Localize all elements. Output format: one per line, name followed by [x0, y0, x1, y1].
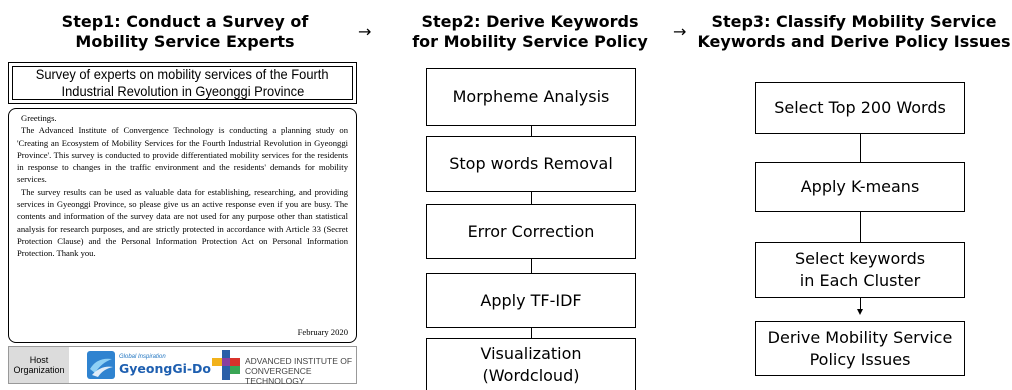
step3-title: Step3: Classify Mobility Service Keyword…: [696, 12, 1012, 52]
survey-paragraph-2: The survey results can be used as valuab…: [17, 186, 348, 259]
connector-line: [860, 212, 861, 242]
box-error-correction: Error Correction: [426, 204, 636, 259]
box-apply-k-means: Apply K-means: [755, 162, 965, 212]
aict-name-line2: CONVERGENCE TECHNOLOGY: [245, 366, 312, 386]
step2-title-line1: Step2: Derive Keywords: [421, 12, 639, 31]
survey-greeting: Greetings.: [21, 113, 57, 123]
box-label-line2: Policy Issues: [809, 349, 911, 369]
step3-title-line2: Keywords and Derive Policy Issues: [697, 32, 1011, 51]
host-label-line2: Organization: [13, 365, 65, 375]
box-label: Select Top 200 Words: [774, 98, 946, 117]
box-morpheme-analysis: Morpheme Analysis: [426, 68, 636, 126]
survey-date: February 2020: [297, 326, 348, 337]
connector-line: [531, 328, 532, 338]
aict-name-line1: ADVANCED INSTITUTE OF: [245, 356, 353, 366]
box-label-line1: Select keywords: [794, 249, 926, 268]
gyeonggi-do-wordmark: Global Inspiration GyeongGi-Do: [119, 354, 211, 376]
connector-line: [860, 298, 861, 309]
connector-line: [531, 192, 532, 204]
box-label: Apply TF-IDF: [480, 290, 582, 310]
host-organization-bar: Host Organization Global Inspiration Gye…: [8, 346, 357, 386]
aict-logo-icon: [212, 350, 240, 380]
box-label-line1: Visualization: [480, 343, 582, 363]
step1-title-line1: Step1: Conduct a Survey of: [61, 12, 309, 31]
box-label: Apply K-means: [800, 177, 920, 196]
step3-title-line1: Step3: Classify Mobility Service: [711, 12, 997, 31]
box-label-line2: in Each Cluster: [799, 271, 921, 290]
step2-title: Step2: Derive Keywords for Mobility Serv…: [395, 12, 665, 52]
box-label: Morpheme Analysis: [452, 87, 610, 106]
gyeonggi-name: GyeongGi-Do: [119, 361, 212, 376]
box-label-line1: Derive Mobility Service: [767, 327, 953, 347]
box-label: Stop words Removal: [449, 154, 613, 173]
box-apply-tf-idf: Apply TF-IDF: [426, 273, 636, 328]
step1-title: Step1: Conduct a Survey of Mobility Serv…: [40, 12, 330, 52]
connector-line: [531, 259, 532, 273]
survey-header-line1: Survey of experts on mobility services o…: [36, 66, 329, 82]
gyeonggi-do-logo-icon: [87, 351, 115, 379]
arrow-right-icon: →: [358, 22, 372, 41]
gyeonggi-slogan: Global Inspiration: [119, 354, 166, 360]
arrow-right-icon: →: [673, 22, 687, 41]
box-label: Error Correction: [467, 221, 595, 241]
arrow-down-icon: [857, 309, 863, 315]
box-select-top-200-words: Select Top 200 Words: [755, 82, 965, 134]
box-label-line2: (Wordcloud): [482, 365, 580, 385]
box-visualization: Visualization (Wordcloud): [426, 338, 636, 390]
aict-wordmark: ADVANCED INSTITUTE OF CONVERGENCE TECHNO…: [245, 356, 356, 386]
survey-paragraph-1: The Advanced Institute of Convergence Te…: [17, 125, 348, 185]
connector-line: [860, 134, 861, 162]
box-derive-policy-issues: Derive Mobility Service Policy Issues: [755, 321, 965, 376]
host-label-line1: Host: [29, 355, 49, 365]
step1-title-line2: Mobility Service Experts: [75, 32, 295, 51]
survey-letter: Greetings. The Advanced Institute of Con…: [8, 108, 357, 343]
connector-line: [531, 126, 532, 136]
survey-header: Survey of experts on mobility services o…: [8, 62, 357, 104]
step2-title-line2: for Mobility Service Policy: [412, 32, 648, 51]
box-select-keywords: Select keywords in Each Cluster: [755, 242, 965, 298]
host-organization-label: Host Organization: [9, 347, 69, 383]
box-stop-words-removal: Stop words Removal: [426, 136, 636, 192]
survey-header-line2: Industrial Revolution in Gyeonggi Provin…: [61, 83, 304, 99]
